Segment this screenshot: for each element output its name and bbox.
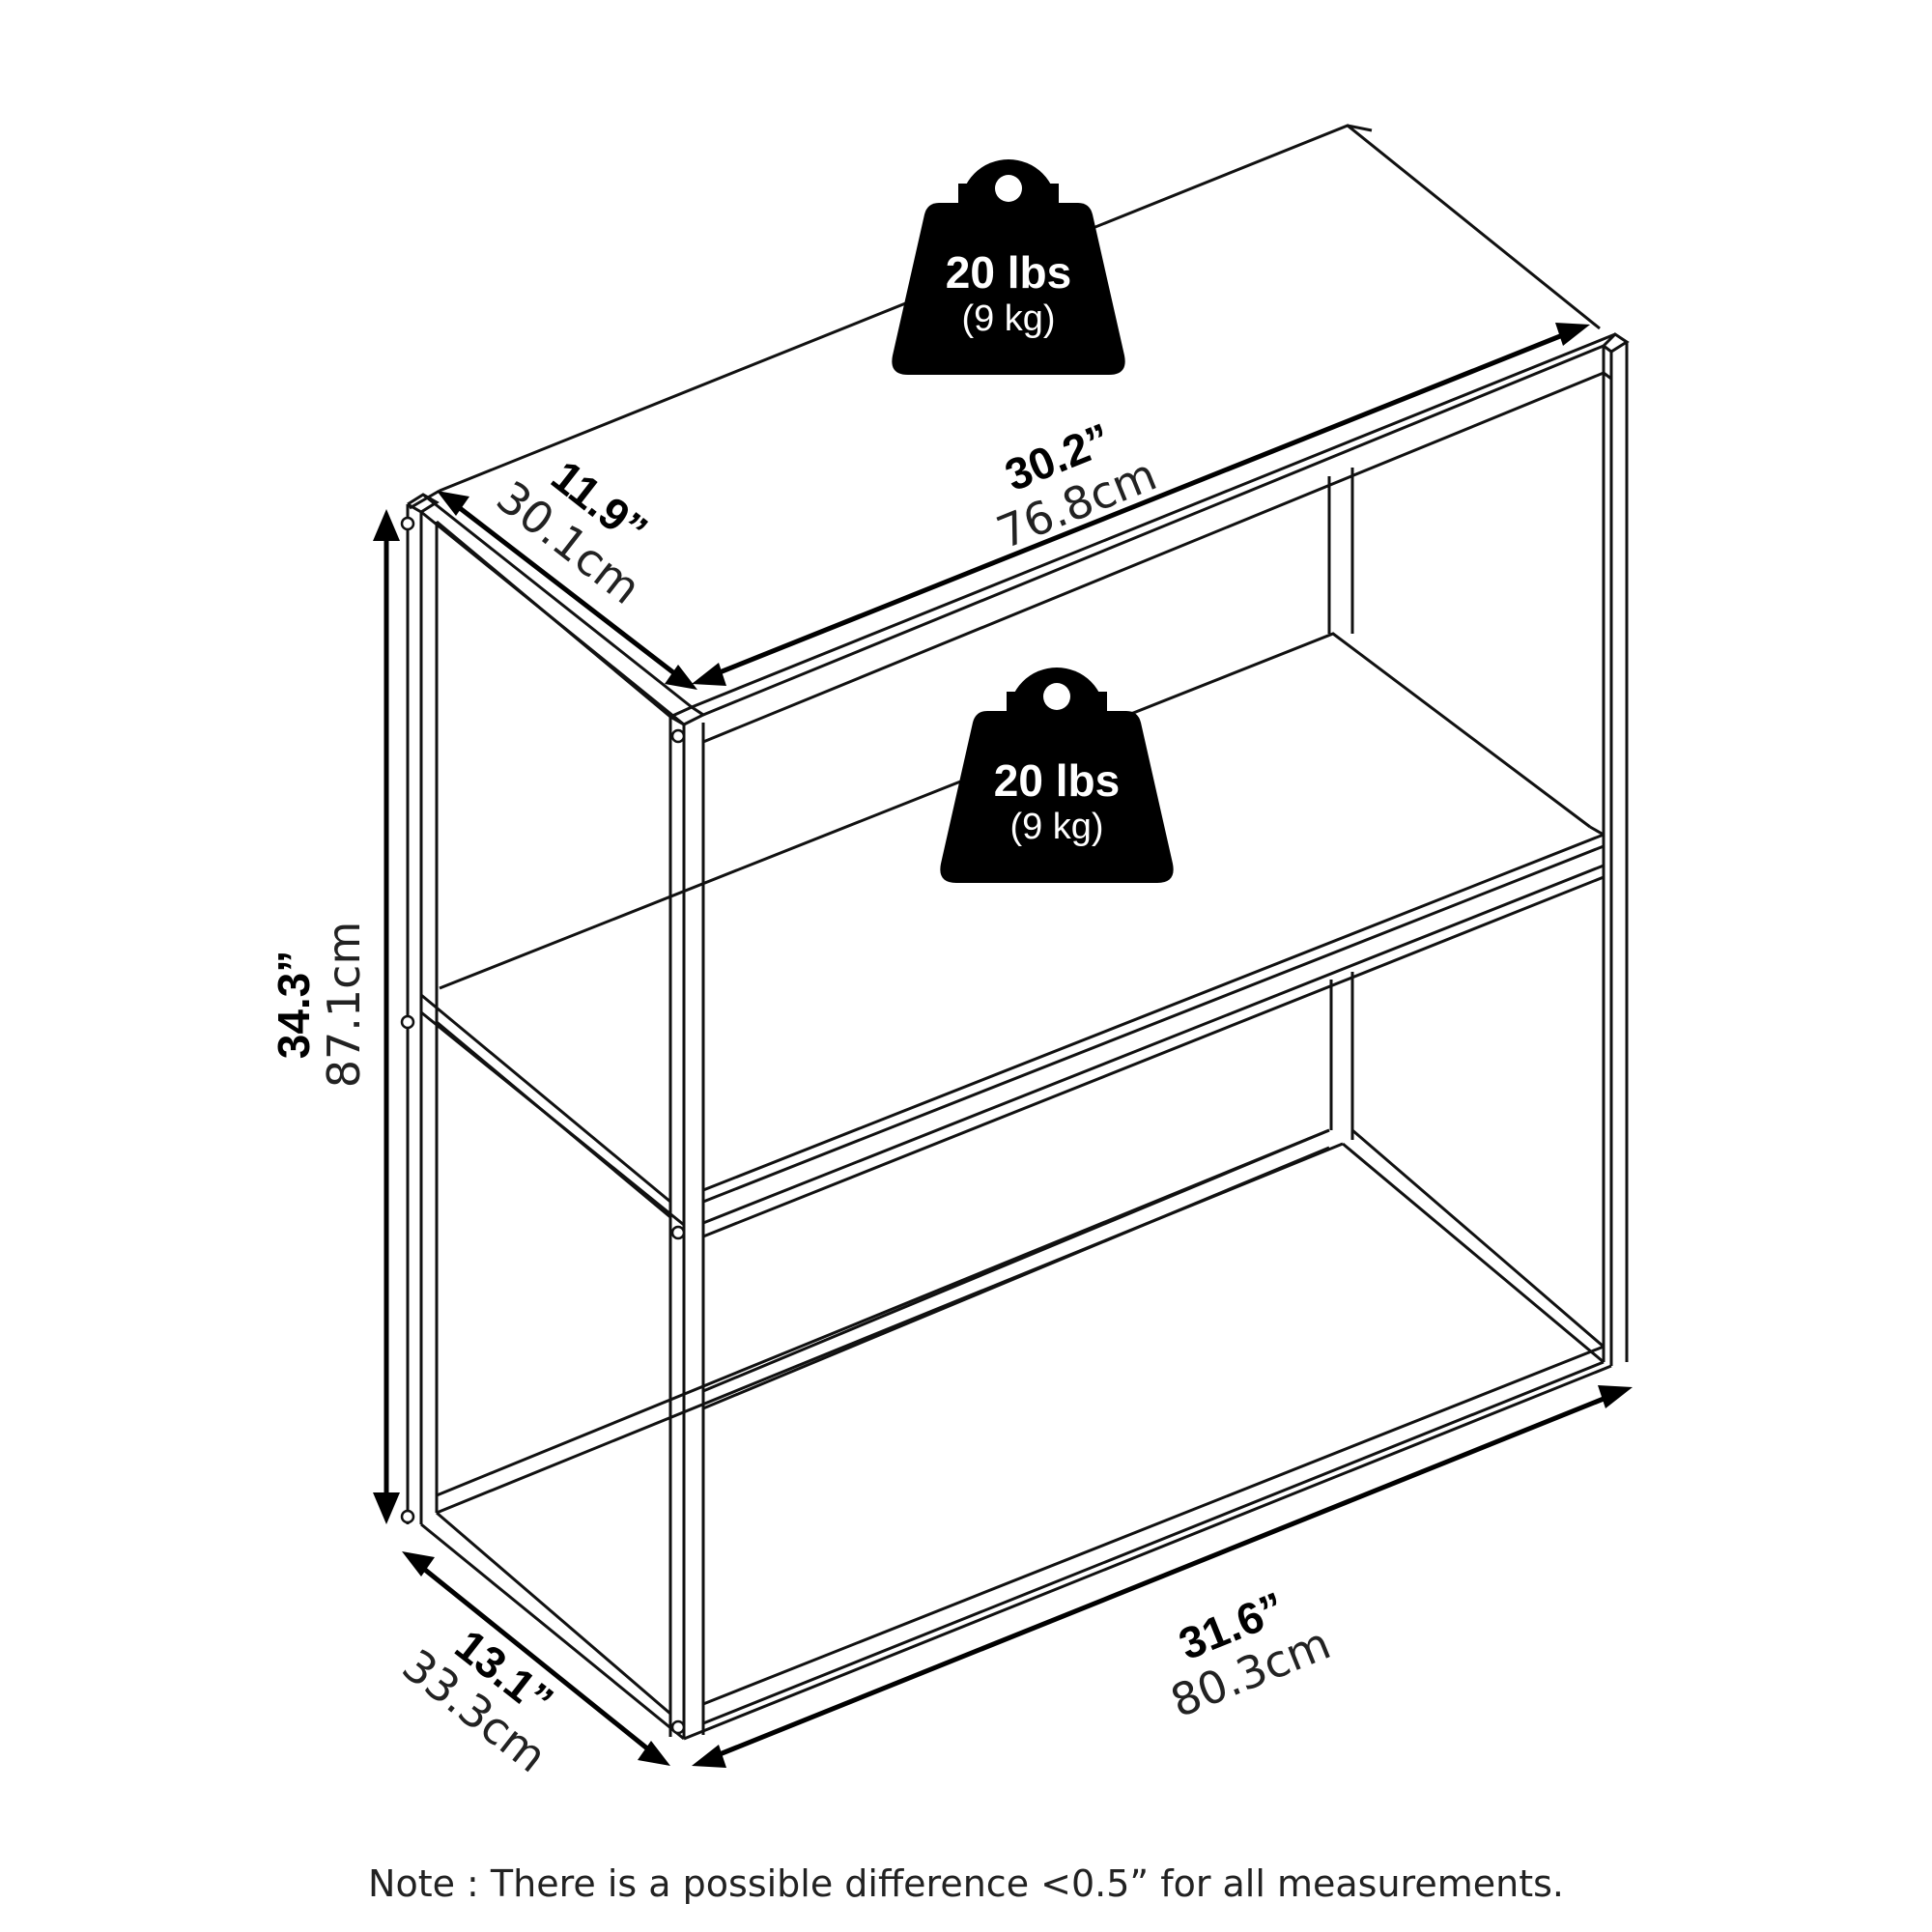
bottom-rails — [420, 1128, 1612, 1741]
shelf-weight-metric: (9 kg) — [1009, 807, 1103, 847]
height-label: 34.3” 87.1cm — [269, 922, 370, 1089]
base-width-label: 31.6” 80.3cm — [1163, 1582, 1337, 1728]
height-imperial: 34.3” — [269, 951, 319, 1060]
height-metric: 87.1cm — [318, 922, 370, 1089]
shelf-weight-icon: 20 lbs (9 kg) — [940, 668, 1174, 883]
middle-shelf — [420, 632, 1605, 1238]
top-width-dimension-arrow — [692, 323, 1590, 686]
base-depth-label: 13.1” 33.3cm — [393, 1620, 563, 1783]
left-back-post — [406, 493, 440, 1524]
top-weight-metric: (9 kg) — [961, 298, 1055, 339]
top-weight-value: 20 lbs — [946, 247, 1071, 298]
front-right-post — [1602, 332, 1630, 1366]
frame-bolts — [400, 516, 686, 1735]
base-width-dimension-arrow — [692, 1385, 1633, 1768]
top-panel — [409, 124, 1601, 510]
shelf-weight-value: 20 lbs — [994, 755, 1120, 806]
top-rails — [420, 332, 1616, 744]
base-depth-dimension-arrow — [402, 1551, 670, 1766]
back-right-post — [1327, 468, 1354, 1140]
measurement-note: Note : There is a possible difference <0… — [368, 1862, 1564, 1905]
height-dimension-arrow — [373, 509, 400, 1524]
front-left-post — [668, 705, 706, 1739]
top-depth-dimension-arrow — [437, 491, 697, 690]
top-weight-icon: 20 lbs (9 kg) — [892, 159, 1125, 375]
